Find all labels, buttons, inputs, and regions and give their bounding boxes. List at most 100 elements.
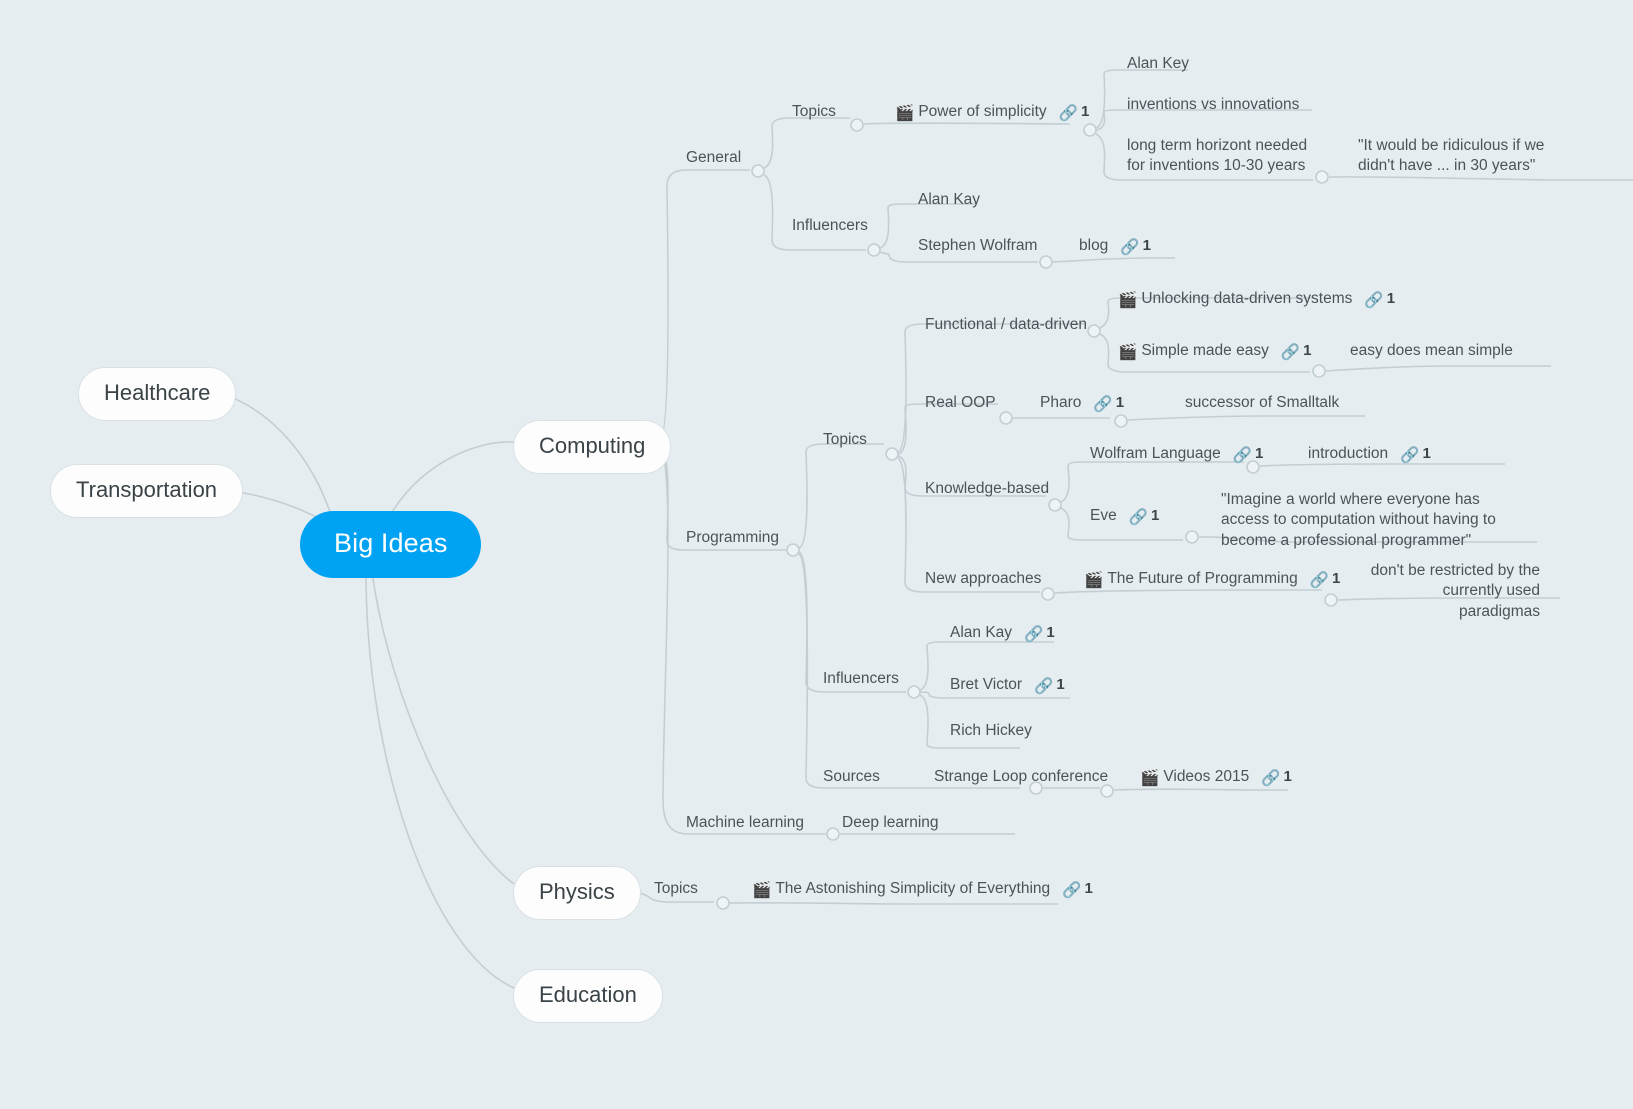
node-alan-kay-general-label: Alan Kay: [918, 191, 981, 208]
node-general-topics[interactable]: Topics: [792, 102, 836, 122]
node-functional-data-driven[interactable]: Functional / data-driven: [925, 315, 1087, 335]
node-bret-victor-label: Bret Victor: [950, 676, 1023, 693]
node-new-approaches[interactable]: New approaches: [925, 569, 1041, 589]
node-wolfram-language-label: Wolfram Language: [1090, 445, 1221, 462]
node-rich-hickey[interactable]: Rich Hickey: [950, 721, 1032, 741]
link-icon[interactable]: 🔗: [1280, 344, 1301, 361]
link-count: 1: [1283, 768, 1292, 785]
link-icon[interactable]: 🔗: [1364, 292, 1384, 309]
node-simple-made-easy[interactable]: 🎬Simple made easy🔗1: [1118, 341, 1311, 363]
node-alan-key-label: Alan Key: [1127, 55, 1190, 72]
link-count: 1: [1142, 237, 1151, 254]
node-rich-hickey-label: Rich Hickey: [950, 722, 1032, 739]
link-icon[interactable]: 🔗: [1309, 572, 1330, 589]
node-ridiculous-quote[interactable]: "It would be ridiculous if we didn't hav…: [1358, 136, 1558, 177]
clapperboard-icon: 🎬: [1140, 770, 1160, 787]
node-programming-topics[interactable]: Topics: [823, 430, 867, 450]
node-machine-learning[interactable]: Machine learning: [686, 813, 804, 833]
node-healthcare[interactable]: Healthcare: [78, 367, 237, 421]
node-deep-learning-label: Deep learning: [842, 814, 939, 831]
node-education[interactable]: Education: [513, 969, 663, 1023]
link-count: 1: [1115, 394, 1125, 411]
node-easy-does-mean-simple-label: easy does mean simple: [1350, 342, 1513, 359]
node-alan-kay-programming[interactable]: Alan Kay 🔗1: [950, 623, 1055, 645]
node-power-of-simplicity[interactable]: 🎬Power of simplicity🔗1: [895, 102, 1089, 124]
link-count: 1: [1332, 570, 1341, 587]
link-count: 1: [1255, 445, 1264, 462]
node-programming-influencers-label: Influencers: [823, 670, 899, 687]
node-physics[interactable]: Physics: [513, 866, 641, 920]
node-sources[interactable]: Sources: [823, 767, 880, 787]
node-general[interactable]: General: [686, 148, 741, 168]
clapperboard-icon: 🎬: [1084, 572, 1104, 589]
node-imagine-quote[interactable]: "Imagine a world where everyone has acce…: [1221, 490, 1501, 551]
link-icon[interactable]: 🔗: [1034, 678, 1054, 695]
root-node-big-ideas[interactable]: Big Ideas: [300, 511, 482, 578]
node-alan-kay-general[interactable]: Alan Kay: [918, 190, 980, 210]
node-real-oop[interactable]: Real OOP: [925, 393, 996, 413]
clapperboard-icon: 🎬: [1118, 292, 1138, 309]
node-general-influencers[interactable]: Influencers: [792, 216, 868, 236]
node-dont-be-restricted[interactable]: don't be restricted by the currently use…: [1365, 561, 1540, 622]
node-transportation[interactable]: Transportation: [50, 464, 244, 518]
node-bret-victor[interactable]: Bret Victor🔗1: [950, 675, 1065, 697]
node-astonishing-simplicity-label: The Astonishing Simplicity of Everything: [775, 880, 1051, 897]
node-easy-does-mean-simple[interactable]: easy does mean simple: [1350, 341, 1513, 361]
node-inventions-vs-innovations[interactable]: inventions vs innovations: [1127, 95, 1299, 115]
node-stephen-wolfram[interactable]: Stephen Wolfram: [918, 236, 1037, 256]
link-count: 1: [1046, 624, 1055, 641]
node-general-label: General: [686, 149, 742, 166]
node-knowledge-based[interactable]: Knowledge-based: [925, 479, 1049, 499]
link-count: 1: [1151, 507, 1160, 524]
node-successor-of-smalltalk[interactable]: successor of Smalltalk: [1185, 393, 1339, 413]
node-eve[interactable]: Eve🔗1: [1090, 506, 1159, 528]
node-unlocking-data-driven-systems[interactable]: 🎬Unlocking data-driven systems🔗1: [1118, 289, 1395, 311]
node-general-topics-label: Topics: [792, 103, 836, 120]
node-future-of-programming-label: The Future of Programming: [1107, 570, 1298, 587]
node-knowledge-based-label: Knowledge-based: [925, 480, 1050, 497]
node-pharo[interactable]: Pharo🔗1: [1040, 393, 1124, 415]
link-icon[interactable]: 🔗: [1093, 396, 1113, 413]
link-icon[interactable]: 🔗: [1120, 239, 1140, 256]
link-icon[interactable]: 🔗: [1058, 105, 1078, 122]
node-physics-topics[interactable]: Topics: [654, 879, 698, 899]
link-icon[interactable]: 🔗: [1128, 509, 1149, 526]
node-transportation-label: Transportation: [76, 477, 218, 502]
node-functional-data-driven-label: Functional / data-driven: [925, 316, 1087, 333]
node-computing[interactable]: Computing: [513, 420, 672, 474]
link-icon[interactable]: 🔗: [1400, 447, 1420, 464]
node-imagine-quote-label: "Imagine a world where everyone has acce…: [1221, 491, 1496, 549]
link-icon[interactable]: 🔗: [1232, 447, 1252, 464]
node-long-term-horizont-label: long term horizont needed for inventions…: [1127, 137, 1308, 175]
node-videos-2015[interactable]: 🎬Videos 2015 🔗1: [1140, 767, 1292, 789]
node-new-approaches-label: New approaches: [925, 570, 1042, 587]
link-icon[interactable]: 🔗: [1261, 770, 1281, 787]
node-dont-be-restricted-label: don't be restricted by the currently use…: [1370, 562, 1540, 620]
node-programming[interactable]: Programming: [686, 528, 779, 548]
node-education-label: Education: [539, 982, 637, 1007]
link-count: 1: [1386, 290, 1396, 307]
link-icon[interactable]: 🔗: [1024, 626, 1044, 643]
node-ridiculous-quote-label: "It would be ridiculous if we didn't hav…: [1358, 137, 1545, 175]
node-stephen-wolfram-label: Stephen Wolfram: [918, 237, 1038, 254]
link-count: 1: [1303, 342, 1312, 359]
node-simple-made-easy-label: Simple made easy: [1141, 342, 1269, 359]
node-alan-key[interactable]: Alan Key: [1127, 54, 1189, 74]
node-blog[interactable]: blog🔗1: [1079, 236, 1151, 258]
node-astonishing-simplicity[interactable]: 🎬The Astonishing Simplicity of Everythin…: [752, 879, 1093, 901]
node-videos-2015-label: Videos 2015: [1163, 768, 1250, 785]
link-count: 1: [1084, 880, 1093, 897]
node-introduction-label: introduction: [1308, 445, 1389, 462]
node-machine-learning-label: Machine learning: [686, 814, 805, 831]
node-physics-topics-label: Topics: [654, 880, 698, 897]
node-wolfram-language[interactable]: Wolfram Language 🔗1: [1090, 444, 1263, 466]
node-alan-kay-programming-label: Alan Kay: [950, 624, 1013, 641]
link-icon[interactable]: 🔗: [1062, 882, 1082, 899]
node-programming-influencers[interactable]: Influencers: [823, 669, 899, 689]
node-deep-learning[interactable]: Deep learning: [842, 813, 939, 833]
node-strange-loop-conference[interactable]: Strange Loop conference: [934, 767, 1108, 787]
node-long-term-horizont[interactable]: long term horizont needed for inventions…: [1127, 136, 1317, 177]
node-introduction[interactable]: introduction🔗1: [1308, 444, 1431, 466]
node-future-of-programming[interactable]: 🎬The Future of Programming 🔗1: [1084, 569, 1340, 591]
